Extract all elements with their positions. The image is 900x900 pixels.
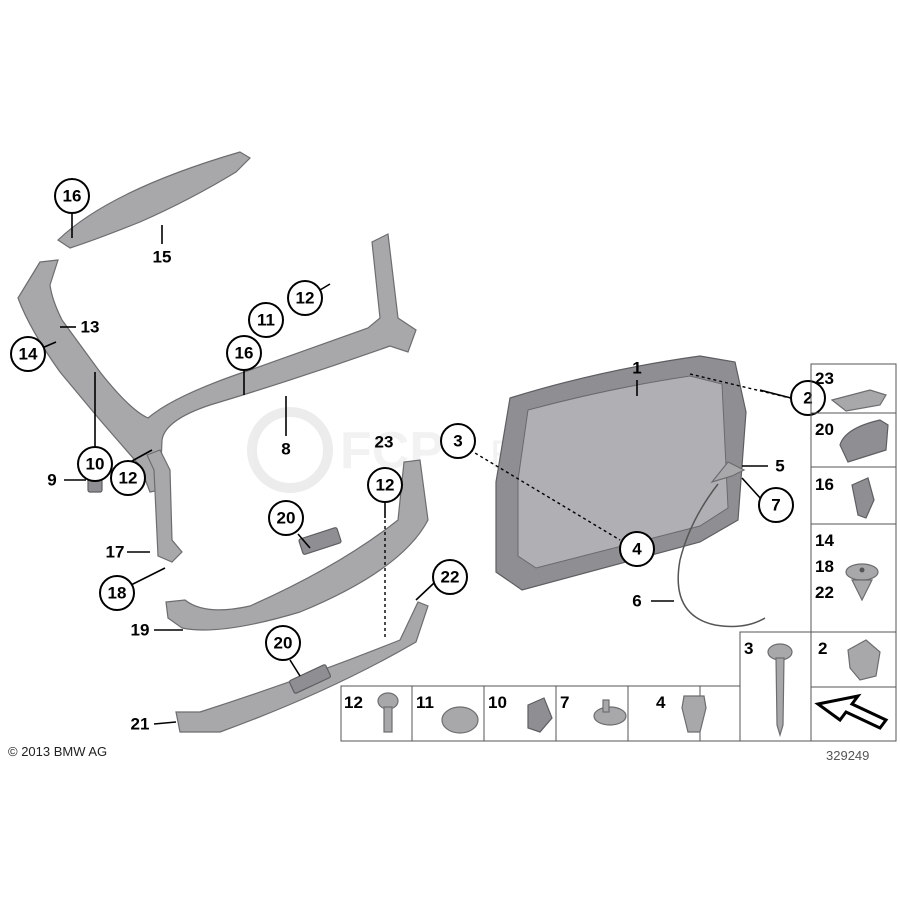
- callout-15: 15: [153, 248, 172, 267]
- callout-4: 4: [619, 531, 655, 567]
- legend-cell-23: 23: [815, 369, 887, 412]
- callout-11: 11: [248, 302, 284, 338]
- svg-text:18: 18: [815, 557, 834, 576]
- part-15-trim: [57, 151, 251, 249]
- clip-nut-icon: [527, 697, 553, 733]
- legend-cell-12: 12: [344, 692, 399, 733]
- svg-text:16: 16: [235, 344, 254, 363]
- legend-cell-10: 10: [488, 693, 553, 733]
- svg-text:16: 16: [815, 475, 834, 494]
- svg-text:12: 12: [344, 693, 363, 712]
- svg-text:3: 3: [453, 432, 462, 451]
- expanding-rivet-icon: [845, 563, 879, 602]
- part-6-cable: [677, 483, 766, 628]
- svg-text:2: 2: [818, 639, 827, 658]
- part-19-sill-trim: [165, 459, 429, 631]
- svg-text:7: 7: [560, 693, 569, 712]
- svg-text:12: 12: [296, 289, 315, 308]
- svg-text:12: 12: [119, 469, 138, 488]
- svg-text:14: 14: [19, 345, 38, 364]
- legend-cell-2: 2: [818, 639, 881, 681]
- svg-text:10: 10: [86, 455, 105, 474]
- part-1-panel-inner: [517, 375, 729, 569]
- svg-text:16: 16: [63, 187, 82, 206]
- svg-text:10: 10: [488, 693, 507, 712]
- legend-cell-3: 3: [744, 639, 793, 738]
- callout-1: 1: [632, 359, 641, 378]
- callout-16: 16: [54, 178, 90, 214]
- callout-13: 13: [81, 318, 100, 337]
- callout-14: 14: [10, 336, 46, 372]
- callout-6: 6: [632, 592, 641, 611]
- callout-22: 22: [432, 559, 468, 595]
- svg-text:18: 18: [108, 584, 127, 603]
- callout-20: 20: [268, 500, 304, 536]
- callout-19: 19: [131, 621, 150, 640]
- svg-text:4: 4: [632, 540, 642, 559]
- legend-cell-7: 7: [560, 693, 627, 726]
- callout-7: 7: [758, 487, 794, 523]
- callout-12: 12: [367, 467, 403, 503]
- part-21-lower-trim: [175, 601, 429, 733]
- callout-12: 12: [287, 280, 323, 316]
- svg-text:11: 11: [416, 693, 434, 712]
- svg-text:4: 4: [656, 693, 666, 712]
- diagram-number: 329249: [826, 748, 870, 763]
- svg-text:12: 12: [376, 476, 395, 495]
- svg-text:20: 20: [277, 509, 296, 528]
- callout-8: 8: [281, 440, 290, 459]
- callout-10: 10: [77, 446, 113, 482]
- part-20-cover-lower: [288, 664, 332, 694]
- callout-5: 5: [775, 457, 784, 476]
- legend-cell-16: 16: [815, 475, 875, 519]
- part-17-pillar-trim: [146, 449, 183, 563]
- bolt-icon: [377, 692, 399, 733]
- svg-text:20: 20: [815, 420, 834, 439]
- parts-legend-grid: [340, 363, 897, 742]
- part-5-bracket: [710, 461, 746, 484]
- legend-cell-arrow: [814, 693, 889, 730]
- callout-3: 3: [440, 423, 476, 459]
- svg-text:3: 3: [744, 639, 753, 658]
- square-nut-icon: [681, 695, 707, 733]
- callout-9: 9: [47, 471, 56, 490]
- callout-2: 2: [790, 380, 826, 416]
- view-direction-arrow-icon: [814, 693, 889, 730]
- callout-20: 20: [265, 625, 301, 661]
- callout-16: 16: [226, 335, 262, 371]
- legend-cell-4: 4: [656, 693, 707, 733]
- grommet-icon: [593, 699, 627, 726]
- svg-text:7: 7: [771, 496, 780, 515]
- svg-text:20: 20: [274, 634, 293, 653]
- copyright-text: © 2013 BMW AG: [8, 744, 108, 759]
- callout-21: 21: [131, 715, 150, 734]
- svg-text:22: 22: [441, 568, 460, 587]
- callout-17: 17: [106, 543, 125, 562]
- cap-icon: [441, 706, 479, 734]
- screw-icon: [767, 643, 793, 738]
- legend-cell-14-18-22: 14 18 22: [815, 531, 879, 602]
- cover-icon: [830, 389, 887, 412]
- cover-plate-icon: [839, 419, 889, 463]
- svg-text:11: 11: [257, 311, 275, 330]
- callout-12: 12: [110, 460, 146, 496]
- spring-nut-icon: [847, 639, 881, 681]
- svg-text:23: 23: [815, 369, 834, 388]
- legend-cell-20: 20: [815, 419, 889, 463]
- callout-23: 23: [375, 433, 394, 452]
- svg-text:2: 2: [803, 389, 812, 408]
- callout-18: 18: [99, 575, 135, 611]
- svg-text:22: 22: [815, 583, 834, 602]
- legend-cell-11: 11: [416, 693, 479, 734]
- svg-text:14: 14: [815, 531, 834, 550]
- clip-icon: [851, 477, 875, 519]
